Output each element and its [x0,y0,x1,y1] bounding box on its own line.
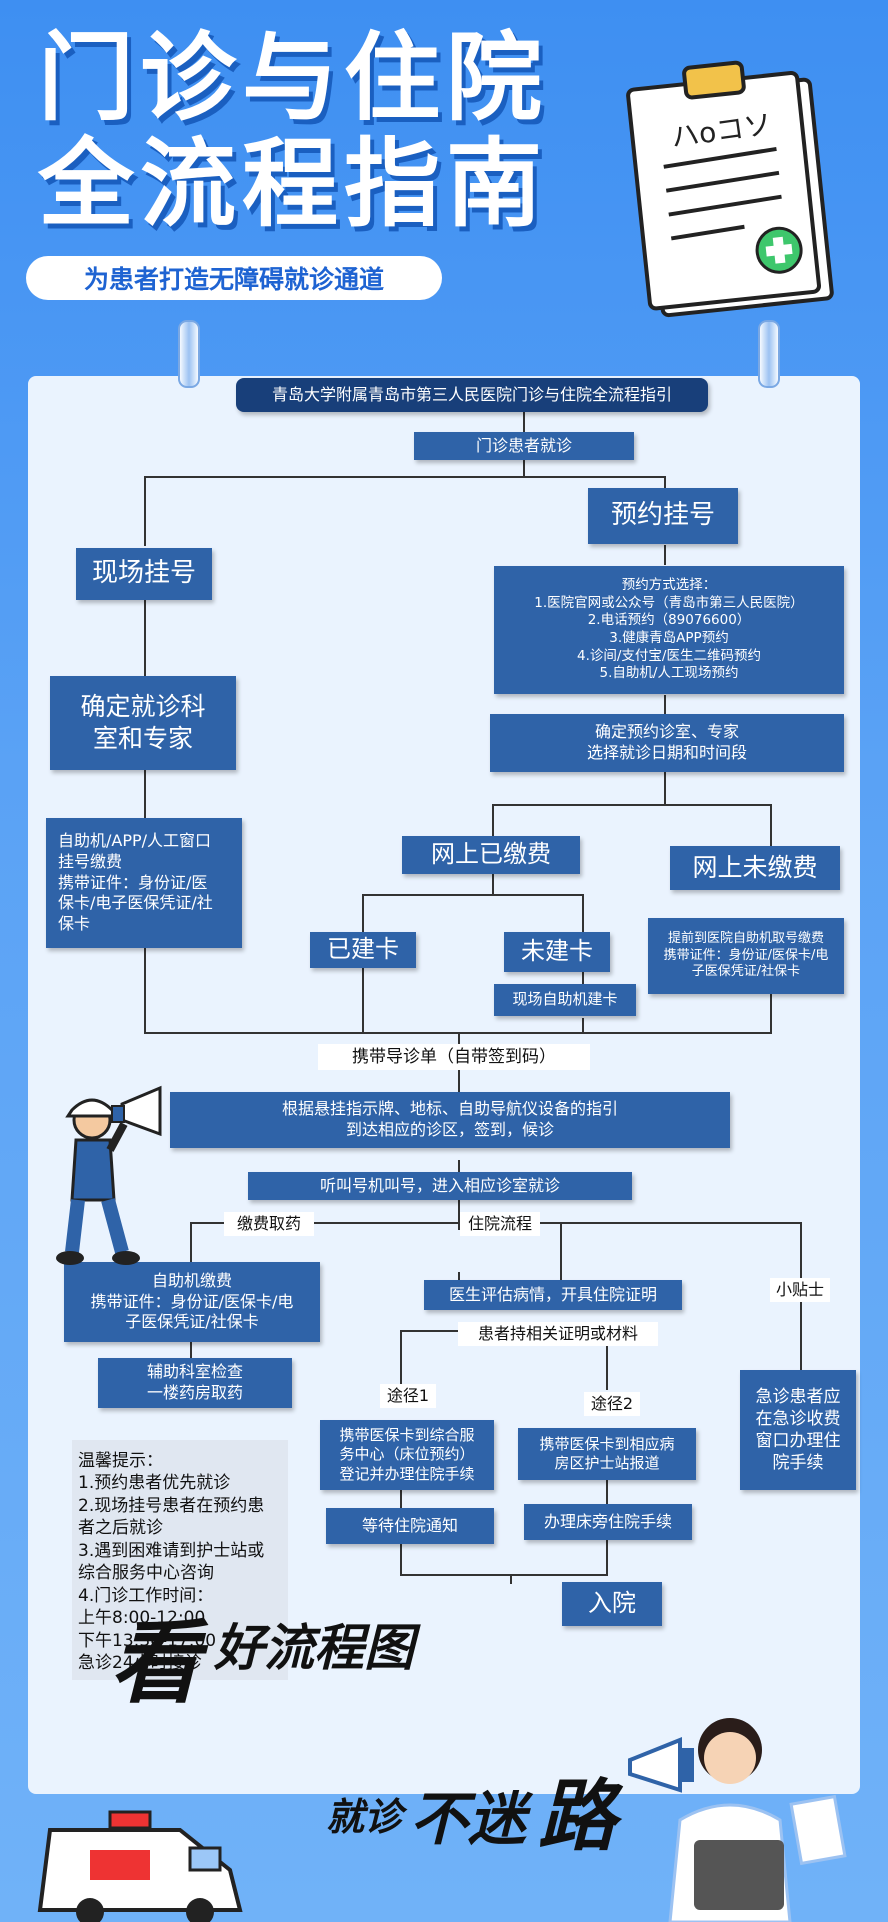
start-box: 门诊患者就诊 [414,432,634,460]
slogan-kan: 看 [110,1611,200,1716]
bedside-box: 办理床旁住院手续 [524,1504,692,1540]
inpatient-label: 住院流程 [460,1212,540,1236]
title-line-2: 全流程指南 [38,128,548,240]
slogan-flowchart: 好流程图 [214,1619,414,1677]
nurse-illustration [628,1718,847,1922]
appointment-box: 预约挂号 [588,488,738,544]
bring-docs-label: 患者持相关证明或材料 [458,1322,658,1346]
top-title-box: 青岛大学附属青岛市第三人民医院门诊与住院全流程指引 [236,378,708,412]
confirm-appointment-box: 确定预约诊室、专家选择就诊日期和时间段 [490,714,844,772]
ambulance-icon [37,1810,243,1922]
create-card-box: 现场自助机建卡 [494,984,636,1016]
pay-medicine-label: 缴费取药 [224,1212,314,1236]
onsite-register-box: 现场挂号 [76,548,212,600]
binder-ring-left [178,320,200,388]
megaphone-man-illustration [56,1085,162,1265]
binder-ring-right [758,320,780,388]
route-1-detail-box: 携带医保卡到综合服务中心（床位预约）登记并办理住院手续 [320,1420,494,1490]
admit-box: 入院 [562,1582,662,1626]
slogan-road: 路 [538,1772,617,1862]
confirm-dept-box: 确定就诊科室和专家 [50,676,236,770]
wait-notice-box: 等待住院通知 [326,1508,494,1544]
route-2-label: 途径2 [584,1392,640,1416]
title-line-1: 门诊与住院 [38,22,548,134]
follow-signs-box: 根据悬挂指示牌、地标、自助导航仪设备的指引到达相应的诊区，签到，候诊 [170,1092,730,1148]
has-card-box: 已建卡 [310,932,416,968]
call-number-box: 听叫号机叫号，进入相应诊室就诊 [248,1172,632,1200]
slogan-not-lost: 不迷 [410,1785,527,1853]
unpaid-detail-box: 提前到医院自助机取号缴费携带证件：身份证/医保卡/电子医保凭证/社保卡 [648,918,844,994]
paid-online-box: 网上已缴费 [402,836,580,874]
subtitle-pill: 为患者打造无障碍就诊通道 [26,256,442,300]
tip-label: 小贴士 [770,1278,830,1302]
route-1-label: 途径1 [380,1384,436,1408]
doctor-eval-box: 医生评估病情，开具住院证明 [424,1280,682,1310]
emergency-box: 急诊患者应在急诊收费窗口办理住院手续 [740,1370,856,1490]
clipboard-icon: ハoコソ [626,60,834,318]
unpaid-online-box: 网上未缴费 [670,846,840,890]
no-card-box: 未建卡 [504,932,610,972]
aux-dept-box: 辅助科室检查一楼药房取药 [98,1358,292,1408]
appointment-methods-box: 预约方式选择：1.医院官网或公众号（青岛市第三人民医院）2.电话预约（89076… [494,566,844,694]
slogan-visit: 就诊 [326,1795,403,1839]
self-register-box: 自助机/APP/人工窗口挂号缴费携带证件：身份证/医保卡/电子医保凭证/社保卡 [46,818,242,948]
guide-sheet-label: 携带导诊单（自带签到码） [318,1044,590,1070]
pay-detail-box: 自助机缴费携带证件：身份证/医保卡/电子医保凭证/社保卡 [64,1262,320,1342]
route-2-detail-box: 携带医保卡到相应病房区护士站报道 [518,1428,696,1480]
